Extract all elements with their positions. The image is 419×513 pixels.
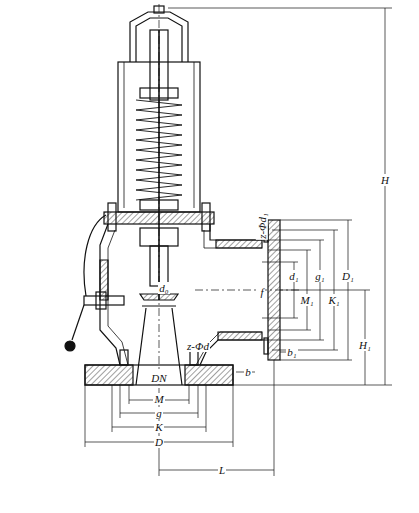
dimension-label: M <box>153 393 164 405</box>
dimension-label: z-Φd₁ <box>256 212 268 240</box>
outlet-flange <box>264 220 280 360</box>
inlet-flange <box>85 350 233 385</box>
dimension-label: f <box>259 286 264 298</box>
dimension-label: H₁ <box>358 339 372 351</box>
lifting-lever <box>65 215 124 351</box>
spring-coil <box>136 100 182 200</box>
bonnet <box>118 30 200 300</box>
bonnet-flange <box>104 203 214 231</box>
dimension-label: K <box>154 421 163 433</box>
dimension-label: d₁ <box>288 270 299 282</box>
dimension-label: DN <box>150 372 167 384</box>
dimension-label: b <box>244 366 252 378</box>
dimension-label: g₁ <box>314 270 325 282</box>
dimension-label: D <box>154 436 164 448</box>
dimension-label: L <box>218 464 226 476</box>
body <box>100 224 268 365</box>
dimension-label: M₁ <box>300 294 315 306</box>
dimension-lines <box>85 8 392 476</box>
dimension-label: K₁ <box>327 294 340 306</box>
dimension-label: H <box>380 174 390 186</box>
disc-and-nozzle <box>136 294 182 385</box>
centre-lines <box>159 4 300 400</box>
dimension-label: b₁ <box>286 346 297 358</box>
dimension-label: g <box>155 407 163 419</box>
dimension-label: z-Φd <box>186 340 210 352</box>
dimension-label: d₀ <box>158 282 169 294</box>
dimension-label: D₁ <box>341 270 355 282</box>
